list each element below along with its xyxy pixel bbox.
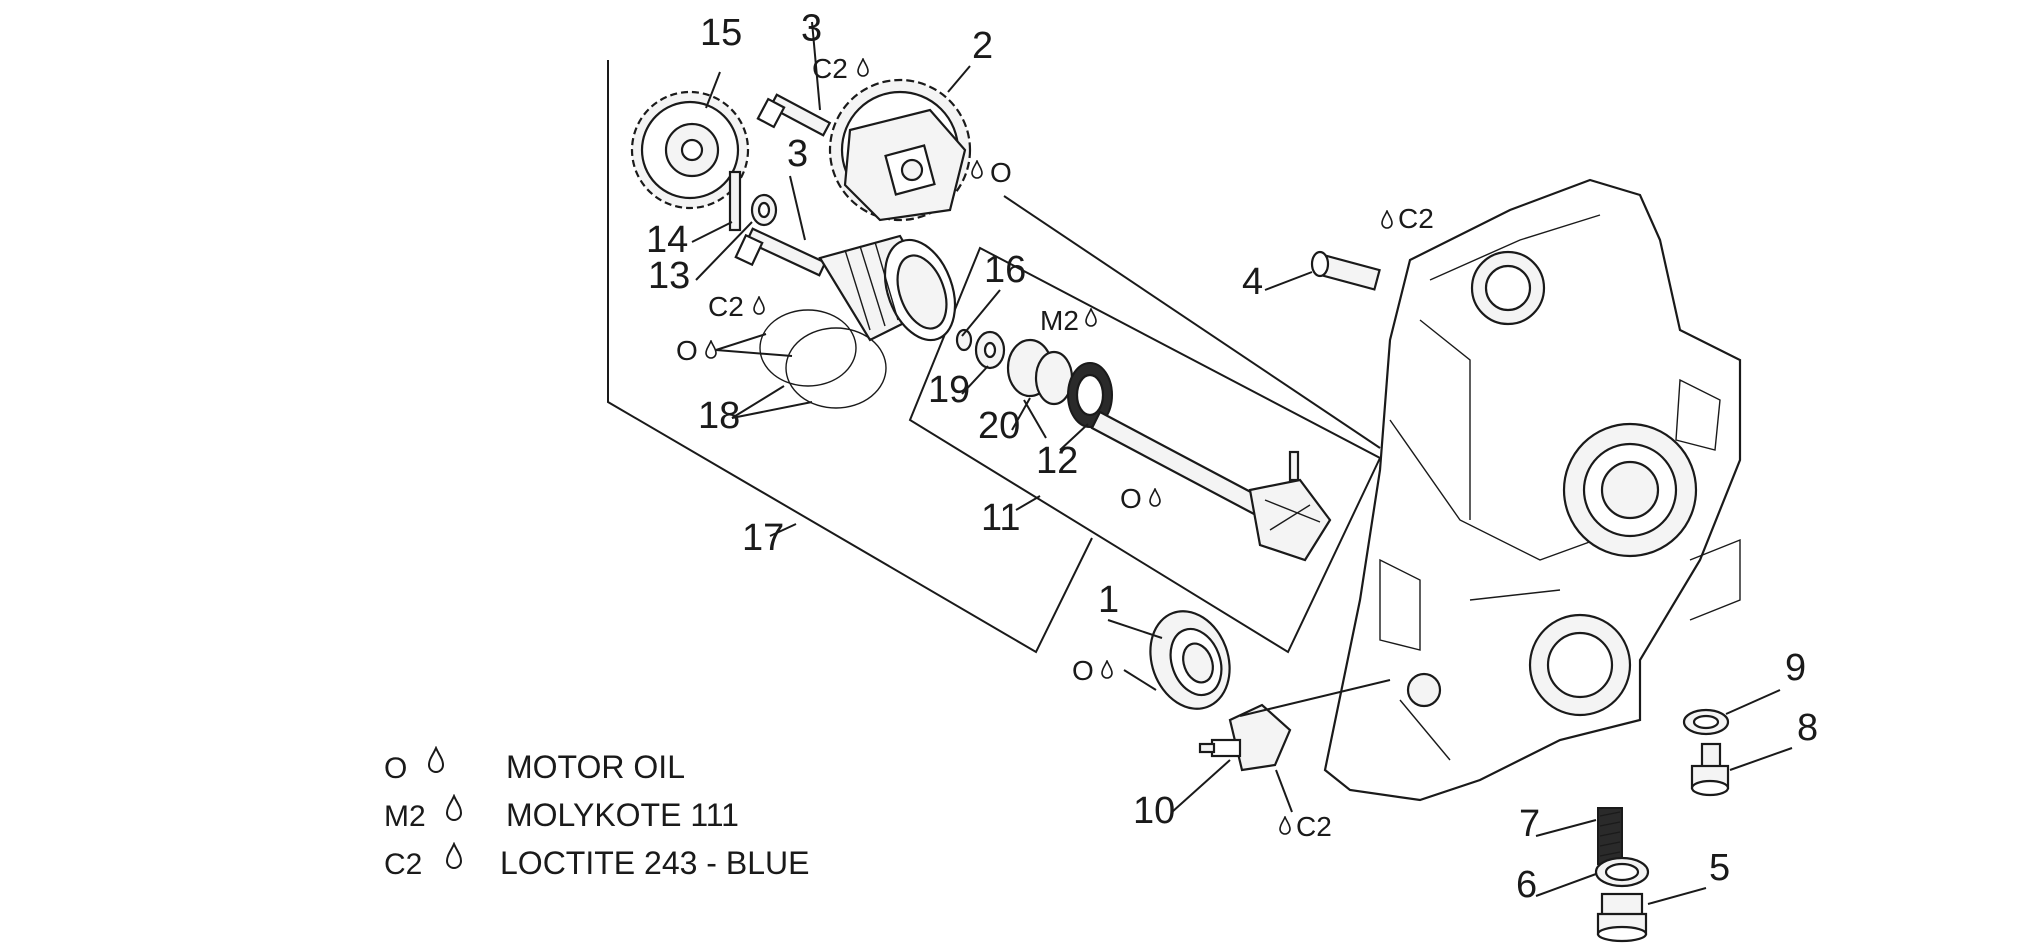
sensor-10: [1198, 703, 1292, 772]
callout-12: 12: [1036, 440, 1078, 482]
svg-text:C2: C2: [384, 848, 422, 881]
legend-row-loctite: C2 LOCTITE 243 - BLUE: [384, 843, 809, 881]
oil-drop-icon: [428, 747, 444, 773]
screw-3-top: [756, 93, 832, 137]
gear-2: [828, 78, 972, 222]
o-ring-18b: [785, 327, 887, 409]
part-drawings: [607, 60, 1742, 943]
svg-text:MOTOR OIL: MOTOR OIL: [506, 749, 685, 785]
oil-drop-icon: [1085, 308, 1097, 327]
svg-text:M2: M2: [384, 800, 426, 833]
oil-pump-assembly-bracket: [607, 60, 1093, 654]
callout-13: 13: [648, 255, 690, 297]
callout-17: 17: [742, 517, 784, 559]
lube-mark: C2: [708, 291, 765, 322]
callout-11: 11: [981, 497, 1020, 539]
shaft-11: [1090, 410, 1332, 562]
lube-mark: O: [1120, 483, 1161, 514]
callout-19: 19: [928, 369, 970, 411]
callout-numbers: 1 2 3 3 4 5 6 7 8 9 10 11 12 13 14 15 16…: [646, 7, 1818, 906]
oil-drop-icon: [1381, 210, 1393, 229]
callout-20: 20: [978, 405, 1020, 447]
bushing-20b: [1034, 350, 1074, 406]
svg-text:C2: C2: [1398, 203, 1434, 234]
legend-row-molykote: M2 MOLYKOTE 111: [384, 795, 739, 833]
callout-10: 10: [1133, 790, 1175, 832]
lube-mark: O: [676, 335, 717, 366]
crankcase: [1323, 178, 1742, 802]
svg-text:C2: C2: [708, 291, 744, 322]
callout-3-top: 3: [801, 7, 822, 49]
svg-text:O: O: [990, 157, 1012, 188]
lube-mark: M2: [1040, 305, 1097, 336]
callout-9: 9: [1785, 647, 1806, 689]
lube-mark: C2: [1279, 811, 1332, 842]
pin-14: [728, 170, 742, 232]
svg-text:LOCTITE 243 - BLUE: LOCTITE 243 - BLUE: [500, 845, 809, 881]
oil-drop-icon: [1101, 660, 1113, 679]
callout-18: 18: [698, 395, 740, 437]
plug-5: [1596, 892, 1648, 943]
lube-mark: C2: [1381, 203, 1434, 234]
gear-15: [630, 90, 750, 210]
legend-row-motor-oil: O MOTOR OIL: [384, 747, 685, 785]
spring-7: [1597, 807, 1623, 865]
svg-text:O: O: [1072, 655, 1094, 686]
callout-2: 2: [972, 25, 993, 67]
callout-3-middle: 3: [787, 133, 808, 175]
oil-drop-icon: [705, 340, 717, 359]
oil-drop-icon: [1279, 816, 1291, 835]
svg-text:O: O: [1120, 483, 1142, 514]
oil-drop-icon: [857, 58, 869, 77]
svg-text:M2: M2: [1040, 305, 1079, 336]
pump-housing: [818, 234, 957, 342]
oil-drop-icon: [1149, 488, 1161, 507]
oil-drop-icon: [446, 795, 462, 821]
lube-mark: O: [971, 157, 1012, 188]
lube-mark: C2: [812, 53, 869, 84]
oil-drop-icon: [446, 843, 462, 869]
callout-7: 7: [1519, 803, 1540, 845]
callout-4: 4: [1242, 261, 1263, 303]
svg-text:O: O: [676, 335, 698, 366]
screw-3-middle: [734, 227, 827, 277]
callout-14: 14: [646, 219, 688, 261]
callout-15: 15: [700, 12, 742, 54]
callout-8: 8: [1797, 707, 1818, 749]
stud-4: [1310, 250, 1381, 291]
callout-16: 16: [984, 249, 1026, 291]
leader-lines: [691, 21, 1793, 905]
bearing-1: [1149, 610, 1231, 710]
callout-1: 1: [1098, 579, 1119, 621]
plug-8: [1690, 742, 1730, 797]
legend: O MOTOR OIL M2 MOLYKOTE 111 C2 LOCTITE 2…: [384, 747, 809, 881]
lube-mark: O: [1072, 655, 1113, 686]
svg-text:C2: C2: [1296, 811, 1332, 842]
svg-text:O: O: [384, 752, 407, 785]
svg-text:C2: C2: [812, 53, 848, 84]
oil-drop-icon: [971, 160, 983, 179]
o-ring-18a: [759, 309, 857, 387]
shaft-group-box: [908, 246, 1382, 654]
callout-6: 6: [1516, 864, 1537, 906]
lubricant-marks: C2 O C2 C2 M2 O O O: [676, 53, 1434, 842]
svg-text:MOLYKOTE 111: MOLYKOTE 111: [506, 797, 739, 833]
oil-drop-icon: [753, 296, 765, 315]
seal-16: [955, 328, 973, 352]
callout-5: 5: [1709, 847, 1730, 889]
